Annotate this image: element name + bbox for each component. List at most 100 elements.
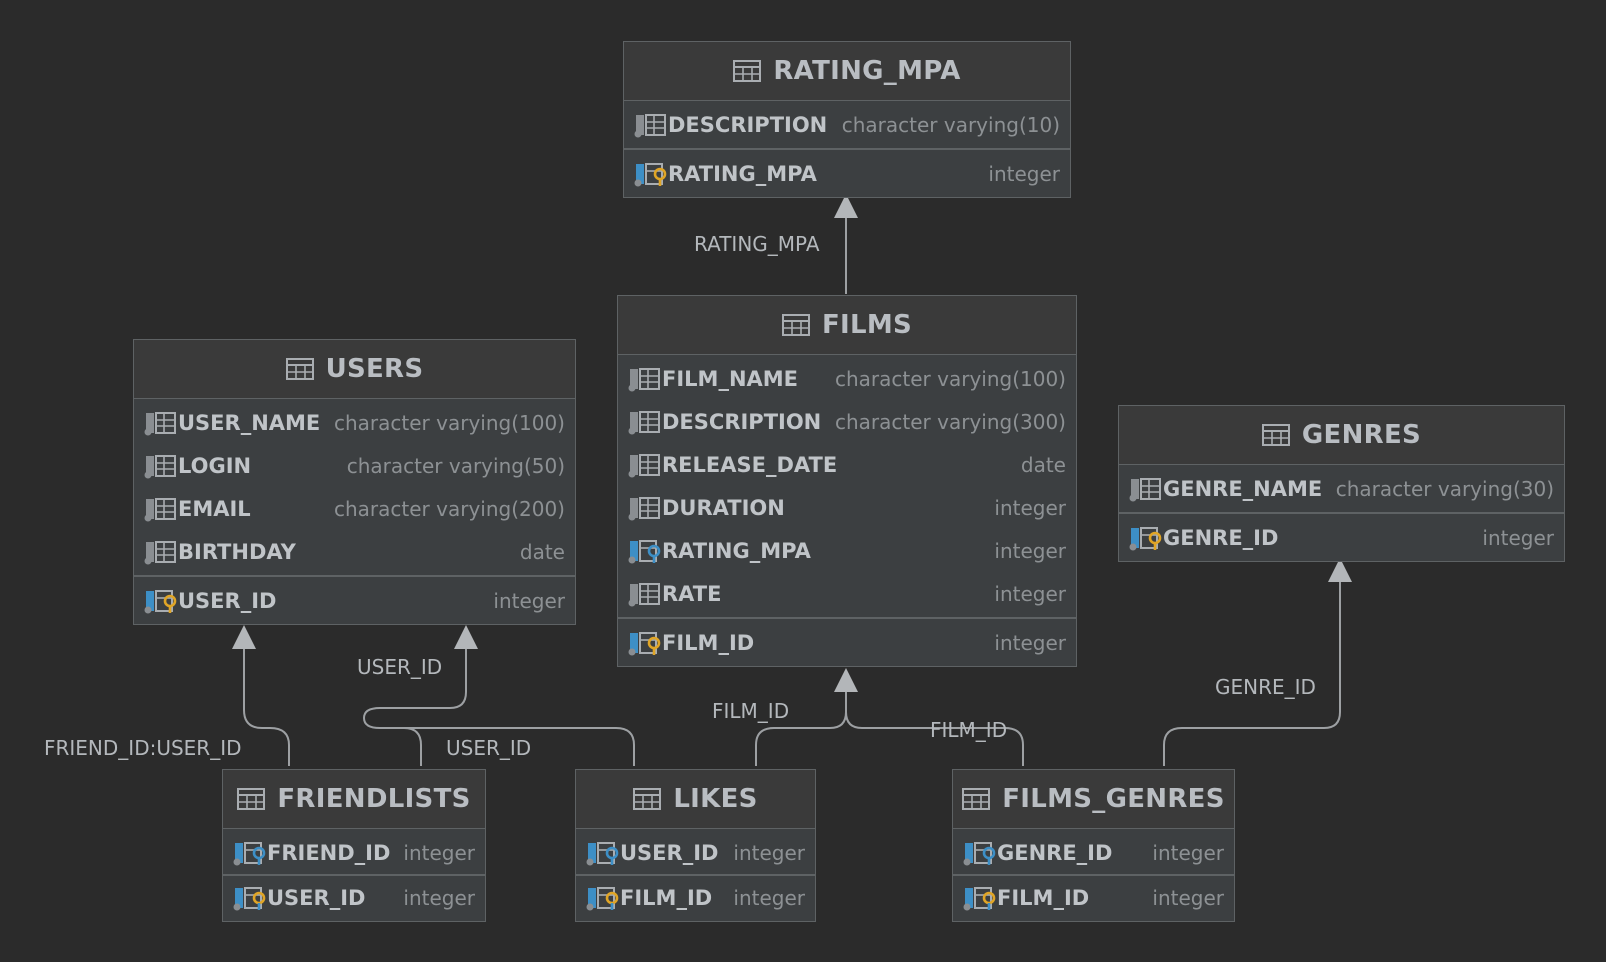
column-icon: [628, 581, 662, 607]
relation-arrow-users-right: [454, 625, 478, 649]
column-name: FILM_ID: [662, 630, 755, 655]
column-row[interactable]: FRIEND_ID integer: [223, 831, 485, 874]
table-header[interactable]: FRIENDLISTS: [223, 770, 485, 829]
relation-line-fg-film: [845, 711, 1024, 766]
table-name: FILMS: [821, 310, 913, 340]
column-name: LOGIN: [178, 453, 252, 478]
primary-key-section: RATING_MPA integer: [624, 148, 1070, 197]
column-icon: [1129, 476, 1163, 502]
column-row[interactable]: FILM_NAME character varying(100): [618, 357, 1076, 400]
table-header[interactable]: GENRES: [1119, 406, 1564, 465]
column-type: integer: [493, 588, 565, 613]
table-header[interactable]: LIKES: [576, 770, 815, 829]
relation-label-fg-genre: GENRE_ID: [1215, 675, 1316, 699]
primary-key-icon: [628, 630, 662, 656]
column-type: character varying(100): [334, 410, 565, 435]
table-name: FILMS_GENRES: [1002, 784, 1225, 814]
column-list: FILM_NAME character varying(100) DESCRIPTI…: [618, 355, 1076, 617]
primary-key-icon: [144, 588, 178, 614]
relation-line-likes-user: [404, 727, 635, 766]
column-name: GENRE_ID: [1163, 525, 1279, 550]
column-type: integer: [994, 581, 1066, 606]
column-name: EMAIL: [178, 496, 251, 521]
table-films[interactable]: FILMS FILM_NAME character varying(100) DESC…: [617, 295, 1077, 667]
column-row[interactable]: GENRE_ID integer: [1119, 516, 1564, 559]
column-row[interactable]: LOGIN character varying(50): [134, 444, 575, 487]
column-row[interactable]: RATING_MPA integer: [624, 152, 1070, 195]
column-type: character varying(300): [835, 409, 1066, 434]
column-name: USER_ID: [267, 885, 366, 910]
column-name: FILM_ID: [620, 885, 713, 910]
column-name: FILM_NAME: [662, 366, 799, 391]
column-type: character varying(100): [835, 366, 1066, 391]
column-type: date: [519, 539, 565, 564]
table-header[interactable]: FILMS_GENRES: [953, 770, 1234, 829]
column-name: USER_ID: [620, 840, 719, 865]
relation-label-friend-user: FRIEND_ID:USER_ID: [44, 736, 242, 760]
column-name: RATE: [662, 581, 722, 606]
column-icon: [144, 410, 178, 436]
column-type: integer: [994, 538, 1066, 563]
table-header[interactable]: FILMS: [618, 296, 1076, 355]
relation-arrow-films: [834, 668, 858, 692]
relation-line-likes-film: [755, 686, 847, 766]
column-row[interactable]: RATE integer: [618, 572, 1076, 615]
column-name: DURATION: [662, 495, 785, 520]
column-name: RELEASE_DATE: [662, 452, 838, 477]
column-row[interactable]: RATING_MPA integer: [618, 529, 1076, 572]
relation-arrow-rating: [834, 194, 858, 218]
foreign-primary-key-icon: [233, 885, 267, 911]
foreign-key-icon: [586, 840, 620, 866]
column-type: integer: [988, 161, 1060, 186]
column-name: RATING_MPA: [668, 161, 817, 186]
relation-label-fg-film: FILM_ID: [930, 718, 1008, 742]
column-type: integer: [1152, 840, 1224, 865]
column-name: GENRE_NAME: [1163, 476, 1323, 501]
table-icon: [285, 358, 314, 380]
column-name: FRIEND_ID: [267, 840, 391, 865]
table-icon: [781, 314, 810, 336]
column-name: RATING_MPA: [662, 538, 811, 563]
table-header[interactable]: USERS: [134, 340, 575, 399]
column-type: integer: [1152, 885, 1224, 910]
relation-arrow-users-left: [232, 625, 256, 649]
column-type: integer: [1482, 525, 1554, 550]
column-type: integer: [403, 840, 475, 865]
column-type: character varying(10): [841, 112, 1060, 137]
table-header[interactable]: RATING_MPA: [624, 42, 1070, 101]
table-icon: [237, 788, 266, 810]
table-name: RATING_MPA: [773, 56, 961, 86]
column-icon: [628, 452, 662, 478]
column-type: character varying(50): [346, 453, 565, 478]
foreign-primary-key-icon: [963, 885, 997, 911]
primary-key-icon: [1129, 525, 1163, 551]
